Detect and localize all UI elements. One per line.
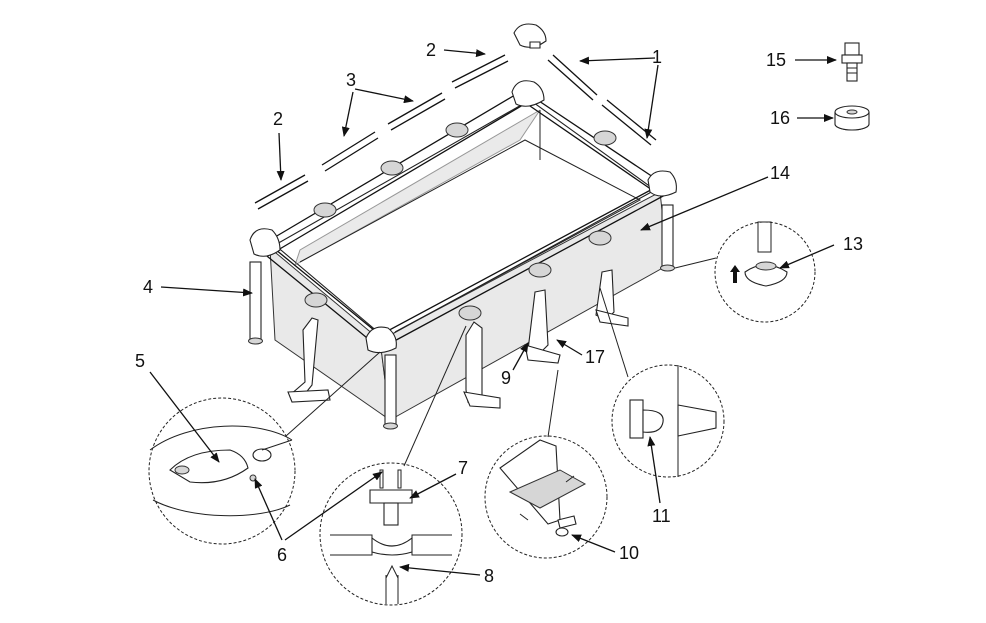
legs xyxy=(248,204,675,430)
detail-wall-strap xyxy=(611,364,725,478)
part-label-17: 17 xyxy=(585,347,605,367)
detail-leg-cap xyxy=(714,221,816,323)
detail-corner xyxy=(148,397,296,545)
washer-part xyxy=(834,105,870,131)
part-label-11: 11 xyxy=(652,506,671,526)
part-label-5: 5 xyxy=(135,351,145,371)
part-labels: 1 2 2 3 4 5 6 7 8 9 10 11 13 14 15 16 17 xyxy=(135,40,863,586)
part-label-1: 1 xyxy=(652,47,662,67)
part-label-2-left: 2 xyxy=(273,109,283,129)
t-joints xyxy=(304,122,617,321)
part-label-10: 10 xyxy=(619,543,639,563)
part-label-16: 16 xyxy=(770,108,790,128)
part-label-4: 4 xyxy=(143,277,153,297)
loose-rails xyxy=(254,23,657,210)
valve-part xyxy=(841,42,863,82)
part-label-6: 6 xyxy=(277,545,287,565)
part-label-13: 13 xyxy=(843,234,863,254)
part-label-8: 8 xyxy=(484,566,494,586)
detail-t-joint xyxy=(319,462,463,606)
corner-joints xyxy=(249,80,677,354)
callout-lines xyxy=(149,49,837,576)
pool-liner xyxy=(269,99,669,422)
detail-stabilizer-foot xyxy=(484,435,608,559)
part-label-15: 15 xyxy=(766,50,786,70)
part-label-14: 14 xyxy=(770,163,790,183)
part-label-2-top: 2 xyxy=(426,40,436,60)
part-label-3: 3 xyxy=(346,70,356,90)
stabilizers xyxy=(287,269,629,409)
part-label-7: 7 xyxy=(458,458,468,478)
part-label-9: 9 xyxy=(501,368,511,388)
